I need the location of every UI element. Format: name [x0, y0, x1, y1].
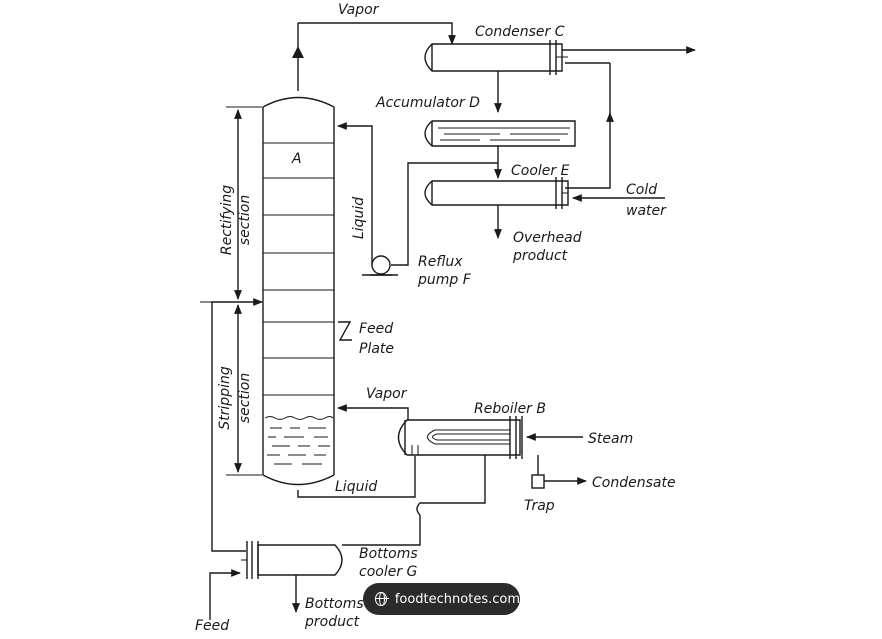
rectifying-section-label: section	[237, 195, 253, 245]
reboiler-label: Reboiler B	[474, 401, 546, 417]
overhead-vapor-line: Vapor	[292, 2, 456, 91]
reboiler-vapor-line	[337, 404, 409, 420]
cooler-label: Cooler E	[511, 163, 570, 179]
rectifying-label: Rectifying	[219, 185, 235, 255]
product-label: product	[304, 614, 360, 630]
cooling-water-line: Cold water	[565, 62, 667, 219]
column-trays	[263, 142, 334, 396]
reflux-pump-icon	[371, 255, 391, 275]
trap: Condensate Trap	[524, 455, 676, 514]
vapor-top-label: Vapor	[338, 2, 380, 18]
cold-label: Cold	[626, 182, 657, 198]
feed-label: Feed	[195, 618, 229, 634]
liquid-bottom-label: Liquid	[335, 479, 377, 495]
accumulator-d: Accumulator D	[375, 95, 576, 147]
liquid-reflux-label: Liquid	[351, 197, 367, 239]
trap-label: Trap	[524, 498, 555, 514]
condensate-label: Condensate	[592, 475, 676, 491]
reflux-pump-label: pump F	[417, 272, 472, 288]
vapor-reboiler-label: Vapor	[366, 386, 408, 402]
feed-plate-marker: Feed Plate	[338, 321, 394, 357]
bottoms-cooler-label: Bottoms	[359, 546, 418, 562]
watermark-badge: foodtechnotes.com	[363, 583, 520, 615]
reboiler-b: Reboiler B	[397, 401, 546, 459]
column-label: A	[291, 151, 302, 167]
bottoms-product-label: Bottoms	[305, 596, 364, 612]
cooler-g-label: cooler G	[359, 564, 418, 580]
overhead-product-label: product	[512, 248, 568, 264]
water-label: water	[626, 203, 667, 219]
feed-plate-label: Feed	[359, 321, 393, 337]
bottoms-cooler-g: Bottoms cooler G	[241, 541, 418, 580]
globe-icon	[375, 592, 389, 606]
steam-label: Steam	[588, 431, 633, 447]
plate-label: Plate	[359, 341, 394, 357]
distillation-column: A	[262, 96, 335, 486]
accumulator-label: Accumulator D	[375, 95, 480, 111]
condenser-label: Condenser C	[475, 24, 565, 40]
bottoms-to-cooler-line	[342, 515, 421, 546]
condenser-c: Condenser C	[424, 24, 696, 75]
column-bottom-liquid	[264, 416, 334, 465]
overhead-label: Overhead	[513, 230, 582, 246]
trap-icon	[531, 474, 545, 489]
cooler-e: Cooler E	[424, 163, 570, 209]
watermark-text: foodtechnotes.com	[394, 591, 520, 607]
section-dimensions: Rectifying section Stripping section	[200, 106, 262, 476]
stripping-label: Stripping	[217, 366, 233, 430]
bottoms-liquid-line: Liquid	[297, 455, 486, 516]
stripping-section-label: section	[237, 373, 253, 423]
reflux-label: Reflux	[418, 254, 463, 270]
feed-line: Feed	[195, 298, 263, 634]
reflux-line: Liquid Reflux pump F	[337, 122, 498, 288]
